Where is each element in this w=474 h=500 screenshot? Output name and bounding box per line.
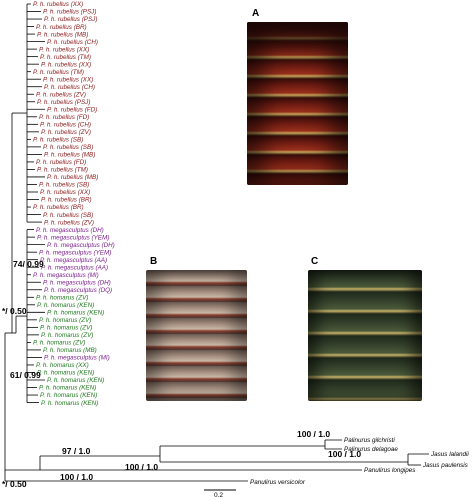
support-values: 74/ 0.99 */ 0.50 61/ 0.99 */ 0.50 97 / 1… [2,259,361,489]
tip-panulirus-longipes: Panulirus longipes [364,467,416,474]
support-longipes: 100 / 1.0 [125,462,158,472]
tip-label: P. h. rubellus (PSJ) [44,16,97,23]
support-jasus: 100 / 1.0 [328,449,361,459]
outgroup-labels: Palinurus gilchristi Palinurus delagoae … [250,437,469,486]
tip-label: P. h. rubellus (ZV) [36,91,86,98]
tip-label: P. h. megasculptus (DQ) [44,287,112,294]
tip-palinurus-delagoae: Palinurus delagoae [344,446,398,453]
tree-branches [4,3,429,482]
tip-label: P. h. homarus (KEN) [37,370,94,377]
tip-label: P. h. rubellus (SB) [43,144,93,151]
support-palinurus-jasus: 97 / 1.0 [62,446,91,456]
tip-label: P. h. rubellus (XX) [40,189,90,196]
support-homarus-clade: 61/ 0.99 [10,370,41,380]
tip-jasus-lalandii: Jasus lalandii [430,451,469,458]
tip-label: P. h. megasculptus (MI) [33,272,99,279]
support-rubellus-clade: 74/ 0.99 [13,259,44,269]
tip-label: P. h. rubellus (BR) [41,197,92,204]
tip-label: P. h. homarus (KEN) [47,310,104,317]
tip-label: P. h. rubellus (SB) [43,212,93,219]
tip-label: P. h. homarus (MB) [43,347,97,354]
tip-label: P. h. rubellus (XX) [41,61,91,68]
photo-panel-b [146,270,247,401]
tip-label: P. h. homarus (ZV) [39,317,91,324]
photo-panel-c [308,270,422,401]
panel-label-a: A [252,8,260,19]
tip-label: P. h. homarus (KEN) [47,377,104,384]
tip-label: P. h. rubellus (CH) [40,122,91,129]
panel-label-b: B [150,256,158,267]
tip-label: P. h. rubellus (PSJ) [43,9,96,16]
tip-label: P. h. megasculptus (AA) [40,257,107,264]
support-palinurus: 100 / 1.0 [297,429,330,439]
tip-label: P. h. megasculptus (YEM) [37,234,109,241]
scale-bar-label: 0.2 [214,492,224,499]
tip-label: P. h. homarus (ZV) [36,294,88,301]
tip-label: P. h. megasculptus (AA) [41,264,108,271]
tip-label: P. h. rubellus (CH) [47,39,98,46]
tip-label: P. h. homarus (XX) [36,362,89,369]
tip-label: P. h. rubellus (SB) [33,137,83,144]
tip-label: P. h. megasculptus (DH) [47,242,115,249]
tip-label: P. h. megasculptus (DH) [43,279,111,286]
tip-label: P. h. homarus (KEN) [37,302,94,309]
tip-label: P. h. rubellus (FD) [36,159,86,166]
tip-label: P. h. homarus (KEN) [39,385,96,392]
tip-label: P. h. rubellus (MB) [47,174,98,181]
tip-label: P. h. homarus (ZV) [41,332,93,339]
tip-label: P. h. homarus (ZV) [33,340,85,347]
support-ingroup-root: */ 0.50 [2,306,27,316]
tip-panulirus-versicolor: Panulirus versicolor [250,479,306,486]
tip-label: P. h. rubellus (BR) [33,204,84,211]
tip-label: P. h. megasculptus (DH) [36,227,104,234]
tip-label: P. h. homarus (KEN) [41,400,98,407]
panel-label-c: C [311,256,319,267]
tip-label: P. h. rubellus (TM) [33,69,84,76]
tip-label: P. h. rubellus (SB) [39,182,89,189]
tip-label: P. h. rubellus (MB) [37,31,88,38]
support-outgroup-root: */ 0.50 [2,479,27,489]
tip-label: P. h. rubellus (CH) [44,84,95,91]
tip-label: P. h. rubellus (ZV) [41,129,91,136]
tip-label: P. h. megasculptus (MI) [44,355,110,362]
tip-label: P. h. rubellus (MB) [44,152,95,159]
tip-label: P. h. rubellus (BR) [36,24,87,31]
support-longipes-stem: 100 / 1.0 [60,472,93,482]
tip-jasus-paulensis: Jasus paulensis [422,462,469,469]
photo-panel-a [247,22,348,185]
tip-label: P. h. rubellus (FD) [39,114,89,121]
tip-label: P. h. rubellus (XX) [43,76,93,83]
tip-label: P. h. rubellus (ZV) [44,219,94,226]
tip-label: P. h. rubellus (FD) [47,106,97,113]
tip-label: P. h. homarus (ZV) [40,325,92,332]
tip-label: P. h. rubellus (XX) [39,46,89,53]
tip-label: P. h. rubellus (TM) [37,167,88,174]
tip-palinurus-gilchristi: Palinurus gilchristi [344,437,395,444]
tip-label: P. h. megasculptus (YEM) [39,249,111,256]
tip-label: P. h. rubellus (XX) [33,1,83,8]
tree-tip-labels: P. h. rubellus (XX)P. h. rubellus (PSJ)P… [33,1,115,407]
tip-label: P. h. homarus (KEN) [40,392,97,399]
tip-label: P. h. rubellus (PSJ) [37,99,90,106]
tip-label: P. h. rubellus (TM) [40,54,91,61]
